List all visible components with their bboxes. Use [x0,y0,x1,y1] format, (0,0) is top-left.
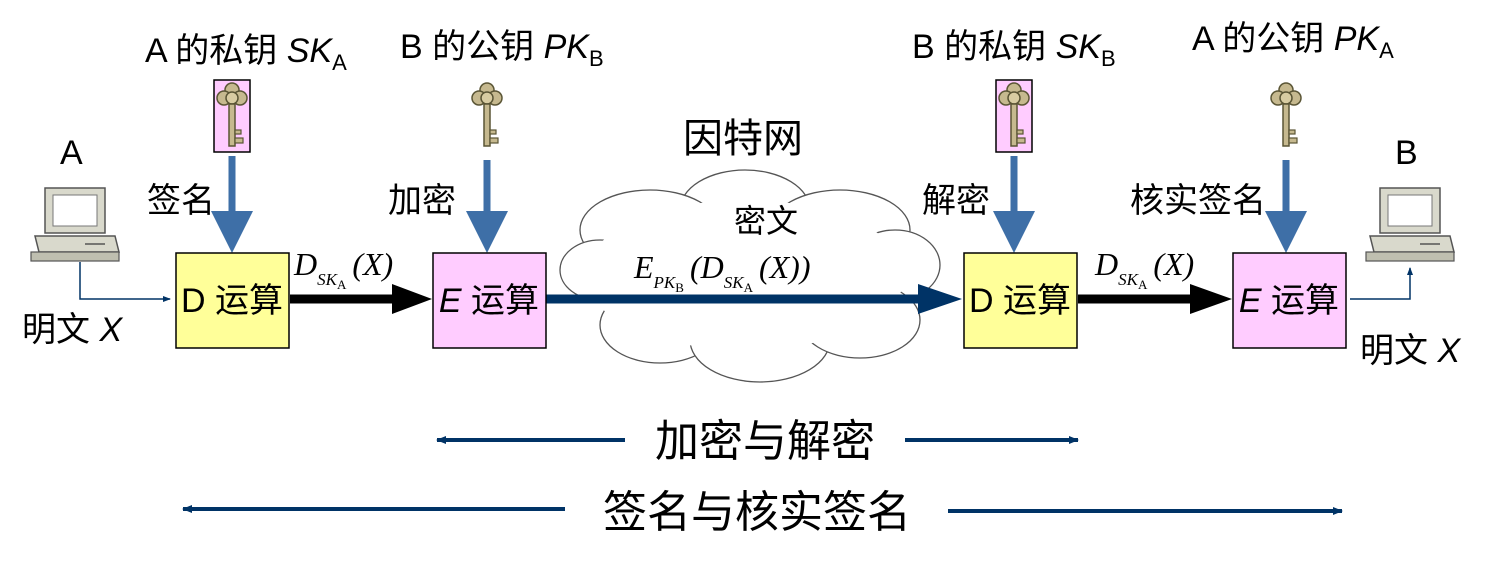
key-caption-b-private: B 的私钥 SKB [912,28,1116,71]
plaintext-right-label: 明文 X [1360,332,1461,370]
legend-encrypt-decrypt-label: 加密与解密 [655,417,875,466]
internet-cloud [559,169,941,383]
plaintext-left-label: 明文 X [22,311,123,349]
box-e-verify [1232,252,1347,349]
box-e-encrypt-label: E 运算 [439,282,539,320]
key-caption-a-private: A 的私钥 SKA [145,32,347,75]
computer-b-icon [1365,187,1455,262]
plaintext-output-line [1350,267,1413,300]
step-decrypt-label: 解密 [922,182,990,220]
box-d-sign [175,252,290,349]
formula-signed-right: DSKA(X) [1094,246,1194,292]
computer-a-icon [30,187,120,262]
formula-signed-left: DSKA(X) [293,246,393,292]
box-d-decrypt-label: D 运算 [969,282,1071,320]
internet-title: 因特网 [683,117,803,161]
step-encrypt-label: 加密 [388,182,456,220]
box-d-sign-label: D 运算 [181,282,283,320]
box-d-decrypt [963,252,1078,349]
ciphertext-label: 密文 [734,203,798,239]
key-caption-a-public: A 的公钥 PKA [1192,20,1394,63]
key-icon-a-public [1270,82,1302,147]
box-e-verify-label: E 运算 [1239,282,1339,320]
formula-encrypted: EPKB(DSKA(X)) [633,249,810,295]
step-sign-label: 签名 [147,182,215,220]
legend-sign-verify-label: 签名与核实签名 [603,488,911,537]
box-e-encrypt [432,252,547,349]
node-a-label: A [60,134,83,172]
key-caption-b-public: B 的公钥 PKB [400,28,604,71]
plaintext-input-line [79,262,171,302]
node-b-label: B [1395,134,1418,172]
step-verify-label: 核实签名 [1130,182,1266,220]
key-icon-b-public [471,82,503,147]
